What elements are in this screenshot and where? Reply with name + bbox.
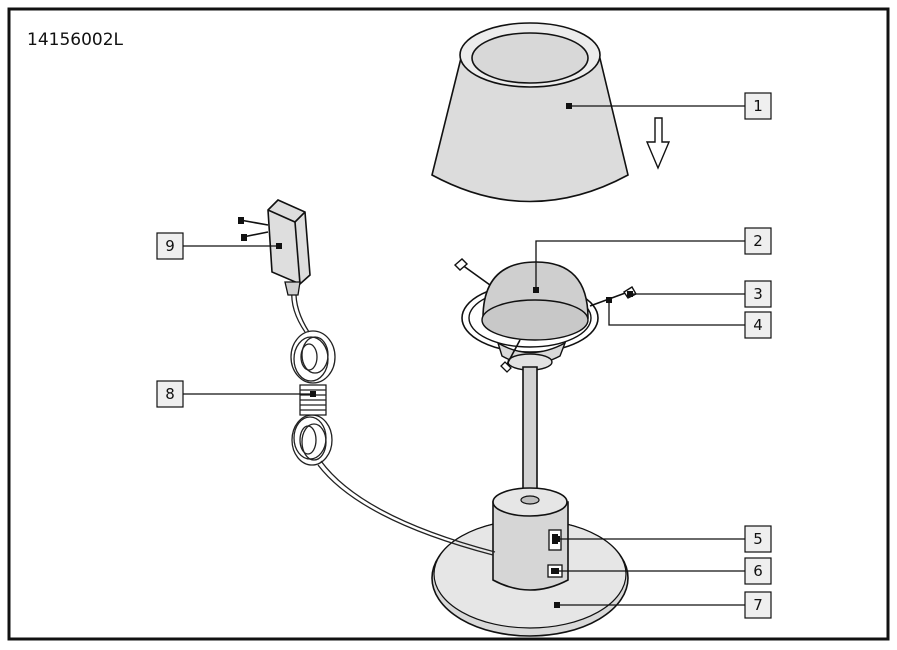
callout-label: 2 — [753, 232, 763, 250]
callout-label: 1 — [753, 97, 763, 115]
model-code: 14156002L — [27, 30, 124, 50]
lamp-shade — [431, 22, 629, 203]
switch-housing — [492, 487, 569, 591]
callout-label: 3 — [753, 285, 763, 303]
callout-6: 6 — [744, 557, 772, 585]
callout-leaders — [183, 103, 745, 608]
callout-label: 5 — [753, 530, 763, 548]
lamp-stem — [522, 366, 538, 493]
callout-label: 8 — [165, 385, 175, 403]
callout-label: 4 — [753, 316, 763, 334]
callout-3: 3 — [744, 280, 772, 308]
callout-2: 2 — [744, 227, 772, 255]
callout-9: 9 — [156, 232, 184, 260]
callout-label: 9 — [165, 237, 175, 255]
callout-label: 7 — [753, 596, 763, 614]
callout-5: 5 — [744, 525, 772, 553]
callout-label: 6 — [753, 562, 763, 580]
callout-8: 8 — [156, 380, 184, 408]
coiled-cable — [290, 289, 496, 556]
callout-7: 7 — [744, 591, 772, 619]
down-arrow-icon — [645, 117, 671, 170]
callout-4: 4 — [744, 311, 772, 339]
power-adapter — [238, 199, 311, 296]
dome-assembly — [453, 258, 637, 373]
callout-1: 1 — [744, 92, 772, 120]
